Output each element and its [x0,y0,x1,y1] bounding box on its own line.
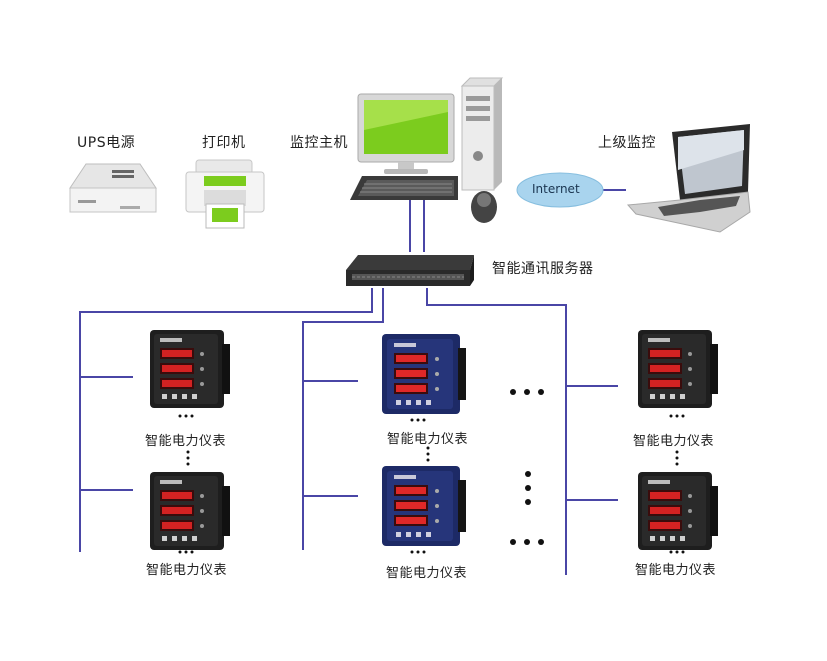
meter-label: 智能电力仪表 [386,566,468,581]
upper-monitor-label: 上级监控 [598,135,656,151]
ups-label: UPS电源 [77,135,136,151]
printer-icon [185,159,265,229]
keyboard-icon [350,176,458,200]
server-label: 智能通讯服务器 [492,261,594,277]
printer-label: 打印机 [202,135,246,151]
meter-label: 智能电力仪表 [387,432,469,447]
internet-cloud-icon [516,172,604,208]
power-meter-icon [638,472,718,550]
power-meter-icon [382,466,466,546]
meter-label: 智能电力仪表 [633,434,715,449]
power-meter-icon [638,330,718,408]
laptop-icon [626,124,751,233]
connection-lines [79,189,626,575]
mouse-icon [471,191,497,223]
power-meter-icon [150,330,230,408]
monitor-icon [357,93,455,174]
internet-label: Internet [532,182,580,196]
ellipsis-dots [178,389,685,554]
meter-label: 智能电力仪表 [146,563,228,578]
pc-tower-icon [460,77,504,191]
power-meter-icon [150,472,230,550]
meter-label: 智能电力仪表 [145,434,227,449]
ups-icon [69,163,157,213]
host-label: 监控主机 [290,135,348,151]
meter-label: 智能电力仪表 [635,563,717,578]
switch-icon [346,255,474,286]
power-meter-icon [382,334,466,414]
